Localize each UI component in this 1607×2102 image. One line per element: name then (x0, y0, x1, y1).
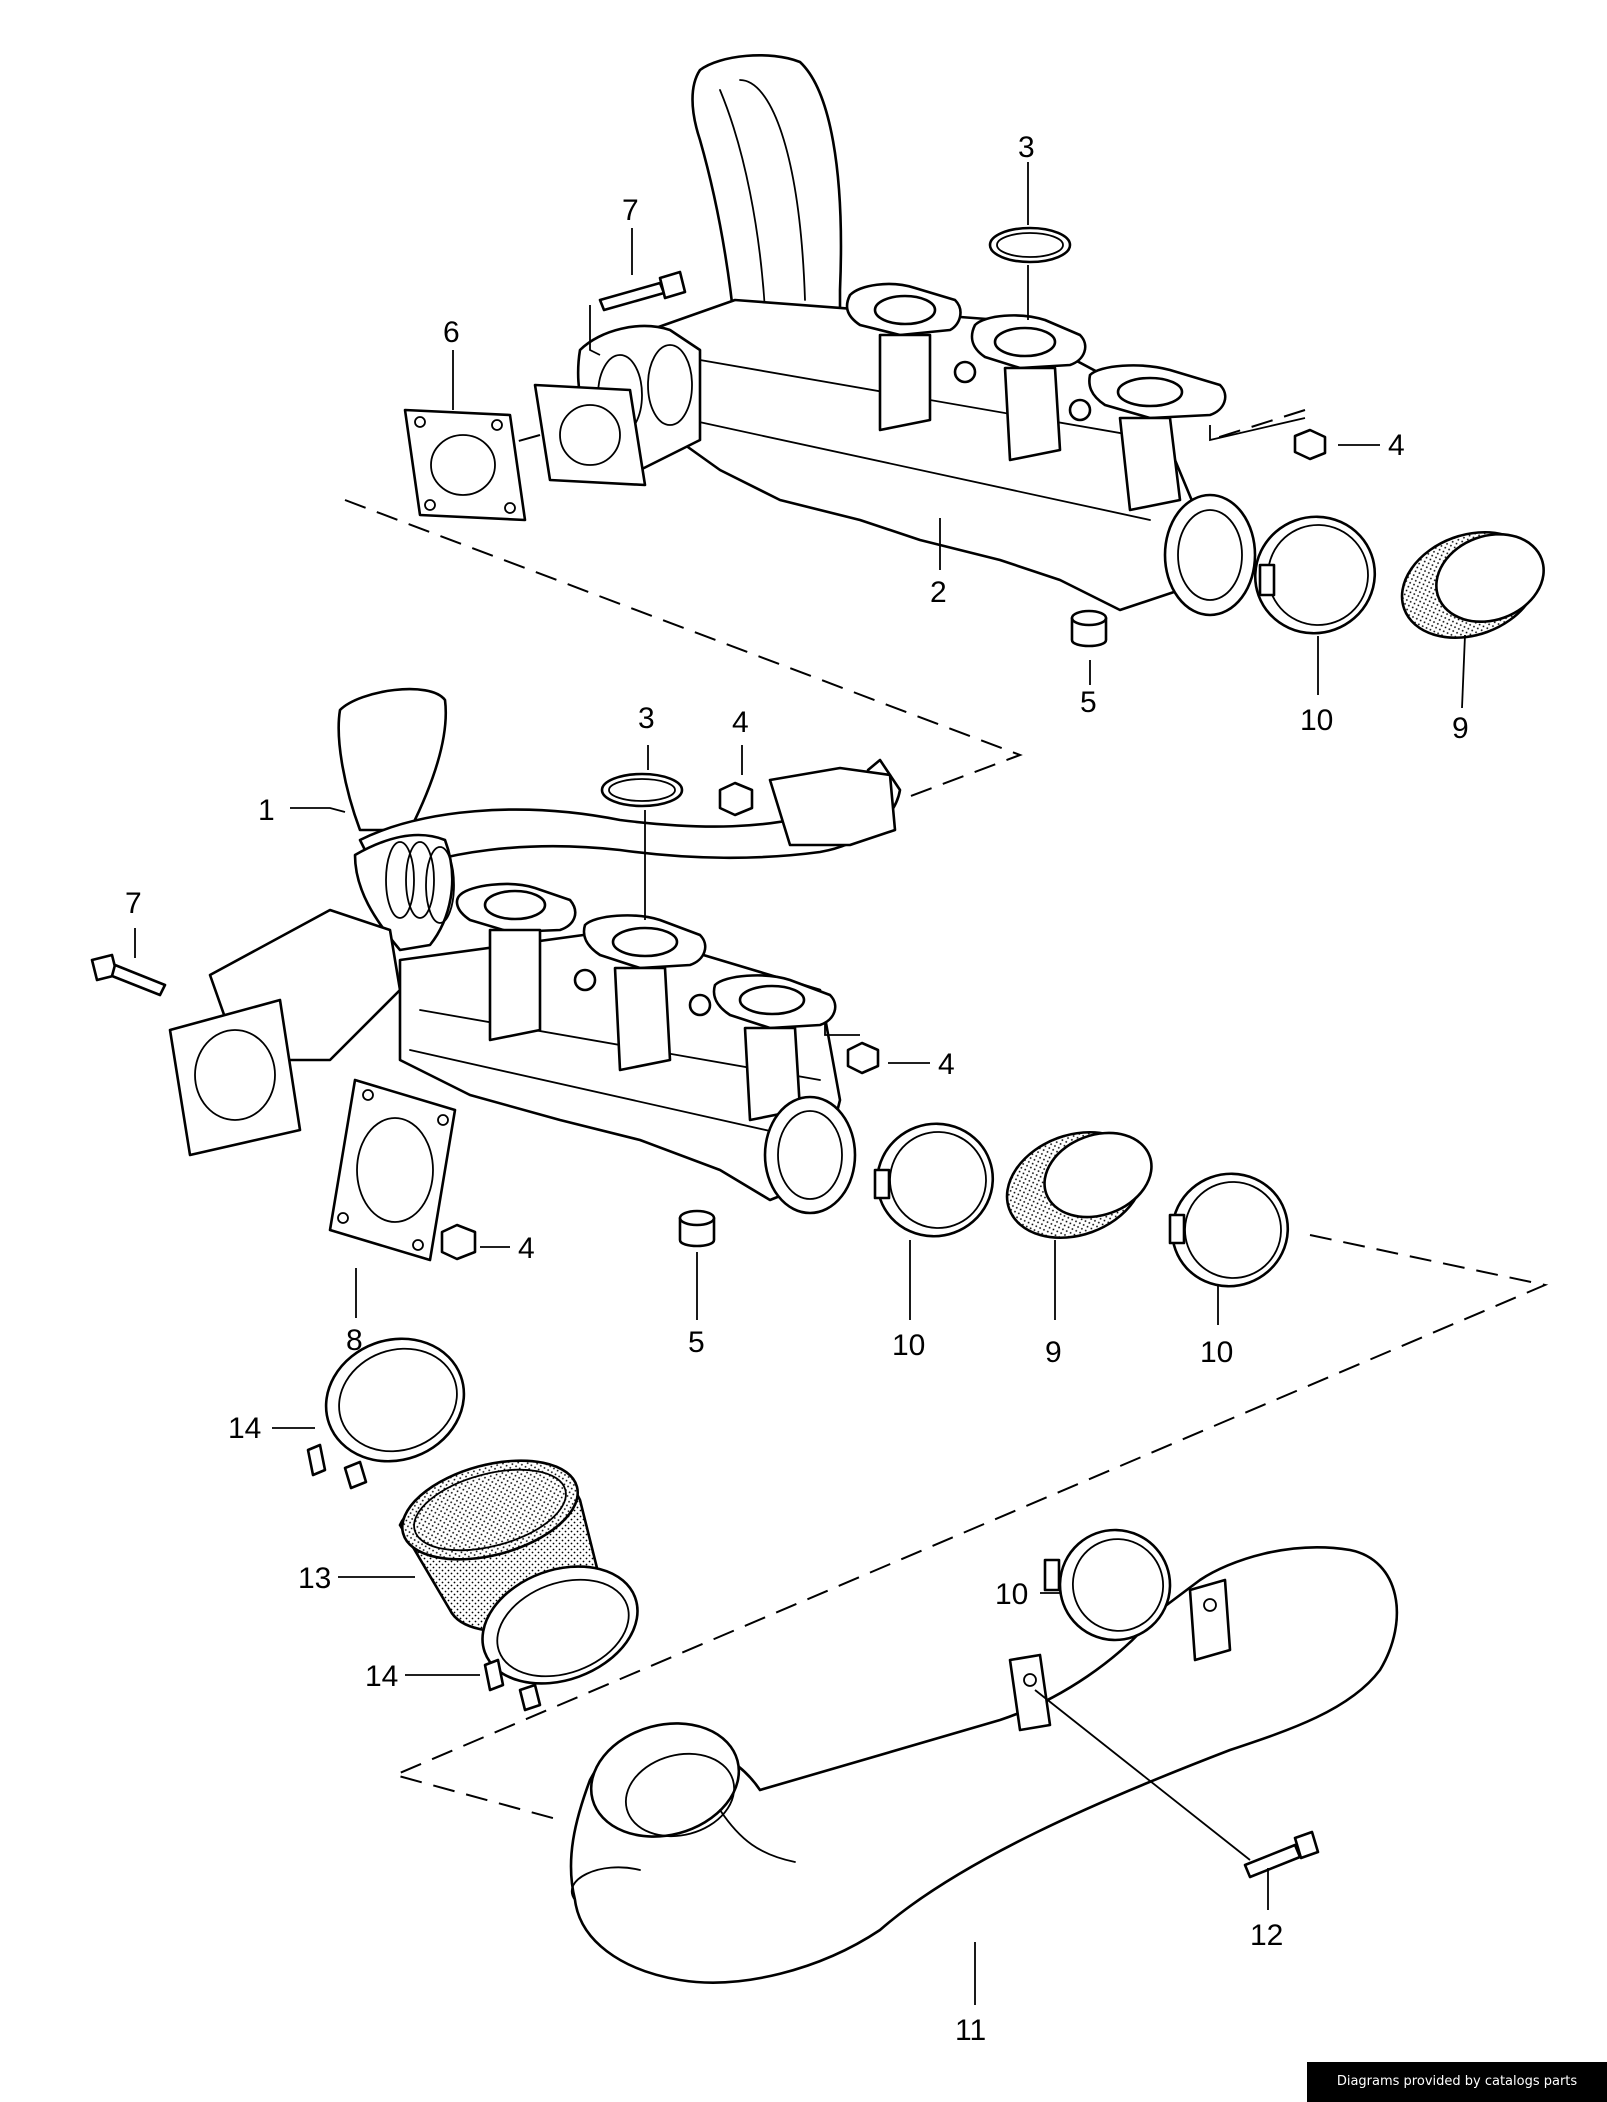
callout-mid-4a: 4 (732, 706, 749, 739)
callout-low-10: 10 (995, 1578, 1028, 1611)
callout-mid-5: 5 (688, 1326, 705, 1359)
callout-mid-4c: 4 (518, 1232, 535, 1265)
mid-nut-4b (846, 1041, 880, 1075)
callout-mid-4b: 4 (938, 1048, 955, 1081)
callout-mid-10a: 10 (892, 1329, 925, 1362)
callout-top-7: 7 (622, 194, 639, 227)
top-exhaust-manifold (576, 54, 1257, 617)
mid-spacer-5 (678, 1209, 716, 1248)
low-clamp-14b (481, 1565, 639, 1712)
mid-sleeve-9 (1005, 1130, 1153, 1240)
callout-labels: 3 7 6 4 2 5 10 9 3 4 1 7 4 4 8 5 10 9 10… (125, 131, 1469, 2047)
callout-top-4: 4 (1388, 429, 1405, 462)
mid-o-ring (600, 772, 684, 808)
top-sleeve-9 (1400, 530, 1545, 640)
top-nut-4 (1293, 428, 1327, 461)
credit-banner: Diagrams provided by catalogs parts (1307, 2062, 1607, 2102)
callout-top-10: 10 (1300, 704, 1333, 737)
mid-gasket-8 (328, 1078, 457, 1262)
callout-top-9: 9 (1452, 712, 1469, 745)
top-clamp-10 (1253, 515, 1377, 635)
top-flange (533, 383, 647, 487)
leader-lines (134, 162, 1466, 2005)
low-tailpipe-11 (569, 1546, 1399, 1984)
mid-bolt-7 (90, 953, 167, 997)
callout-mid-3: 3 (638, 702, 655, 735)
callout-low-14b: 14 (365, 1660, 398, 1693)
mid-clamp-10b (1168, 1172, 1290, 1288)
callout-mid-8: 8 (346, 1324, 363, 1357)
low-clamp-14a (306, 1337, 466, 1490)
callout-low-14a: 14 (228, 1412, 261, 1445)
mid-nut-4c (440, 1223, 477, 1261)
callout-mid-1: 1 (258, 794, 275, 827)
callout-low-13: 13 (298, 1562, 331, 1595)
mid-exhaust-manifold (168, 687, 902, 1215)
callout-mid-10b: 10 (1200, 1336, 1233, 1369)
mid-clamp-10a (873, 1122, 995, 1238)
callout-top-5: 5 (1080, 686, 1097, 719)
top-gasket (403, 408, 527, 522)
mid-nut-4a (718, 781, 754, 817)
top-bolt (598, 270, 687, 312)
callout-low-12: 12 (1250, 1919, 1283, 1952)
top-o-ring (988, 226, 1072, 264)
low-bolt-12 (1243, 1830, 1320, 1879)
top-spacer-5 (1070, 609, 1108, 648)
callout-top-2: 2 (930, 576, 947, 609)
low-clamp-10 (1043, 1528, 1172, 1642)
callout-mid-7: 7 (125, 887, 142, 920)
callout-top-6: 6 (443, 316, 460, 349)
callout-low-11: 11 (955, 2014, 986, 2047)
callout-mid-9: 9 (1045, 1336, 1062, 1369)
callout-top-3: 3 (1018, 131, 1035, 164)
